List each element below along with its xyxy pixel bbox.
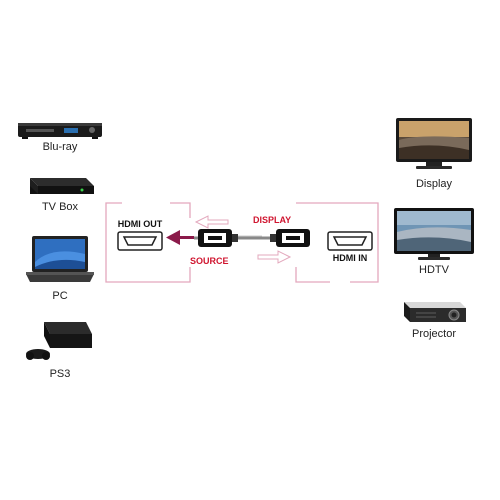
display-device: Display xyxy=(390,116,478,192)
projector-icon xyxy=(404,302,466,322)
tv-box-icon xyxy=(30,178,94,194)
projector-device: Projector xyxy=(390,296,478,346)
blu-ray-label: Blu-ray xyxy=(42,141,78,153)
display-label: DISPLAY xyxy=(253,215,292,225)
hdtv-device: HDTV xyxy=(390,206,478,282)
arrow-left-outline-icon xyxy=(194,215,229,229)
ps3-device: PS3 xyxy=(20,318,100,382)
arrow-right-outline-icon xyxy=(257,250,292,264)
left-hdmi-plug-icon xyxy=(198,229,238,247)
right-hdmi-plug-icon xyxy=(270,229,310,247)
hdmi-in-port-icon xyxy=(327,231,373,251)
hdtv-label: HDTV xyxy=(419,264,449,276)
tv-box-device: TV Box xyxy=(22,172,98,220)
display-frame xyxy=(296,202,379,283)
blu-ray-player-icon xyxy=(18,123,102,139)
source-label: SOURCE xyxy=(190,256,229,266)
pc-device: PC xyxy=(22,234,98,306)
hdtv-icon xyxy=(394,208,474,260)
hdmi-out-label: HDMI OUT xyxy=(117,219,163,229)
source-frame xyxy=(105,202,191,283)
signal-arrow-icon xyxy=(166,230,194,245)
projector-label: Projector xyxy=(411,328,457,340)
hdmi-in-label: HDMI IN xyxy=(332,253,368,263)
ps3-console-icon xyxy=(26,322,92,360)
monitor-icon xyxy=(396,118,472,169)
pc-label: PC xyxy=(52,290,68,302)
tv-box-label: TV Box xyxy=(41,201,79,213)
laptop-icon xyxy=(26,236,94,282)
hdmi-out-port-icon xyxy=(117,231,163,251)
display-label: Display xyxy=(415,178,453,190)
blu-ray-device: Blu-ray xyxy=(16,118,104,162)
ps3-label: PS3 xyxy=(49,368,71,380)
